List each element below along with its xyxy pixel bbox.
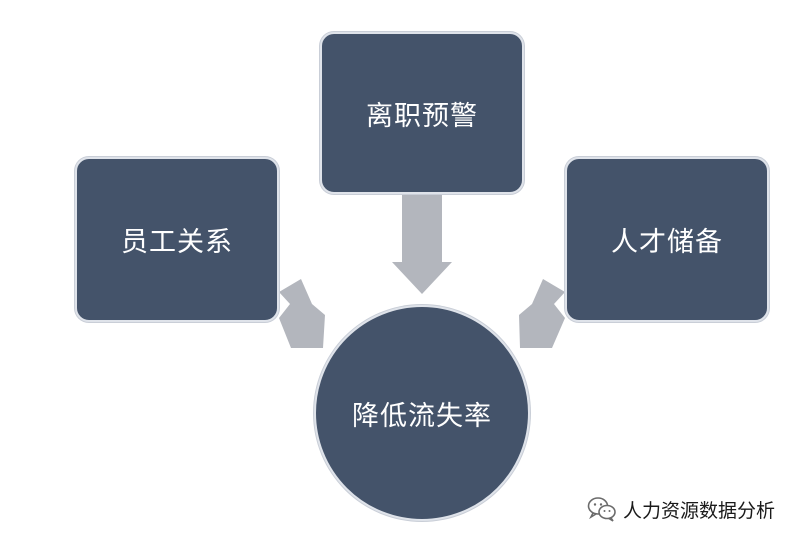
node-employee-relations: 员工关系 (75, 157, 279, 322)
node-reduce-attrition-label: 降低流失率 (352, 400, 492, 432)
node-attrition-warning-label: 离职预警 (366, 100, 478, 132)
watermark: 人力资源数据分析 (587, 494, 775, 524)
watermark-text: 人力资源数据分析 (623, 499, 776, 522)
node-talent-reserve-label: 人才储备 (611, 227, 723, 258)
node-attrition-warning: 离职预警 (320, 32, 524, 194)
node-talent-reserve: 人才储备 (565, 157, 769, 322)
arrow-left-to-center (279, 279, 325, 348)
node-employee-relations-label: 员工关系 (121, 227, 233, 258)
wechat-icon (587, 497, 616, 522)
arrow-right-to-center (519, 279, 565, 348)
node-reduce-attrition: 降低流失率 (314, 305, 530, 521)
arrow-top-to-center (392, 195, 452, 294)
